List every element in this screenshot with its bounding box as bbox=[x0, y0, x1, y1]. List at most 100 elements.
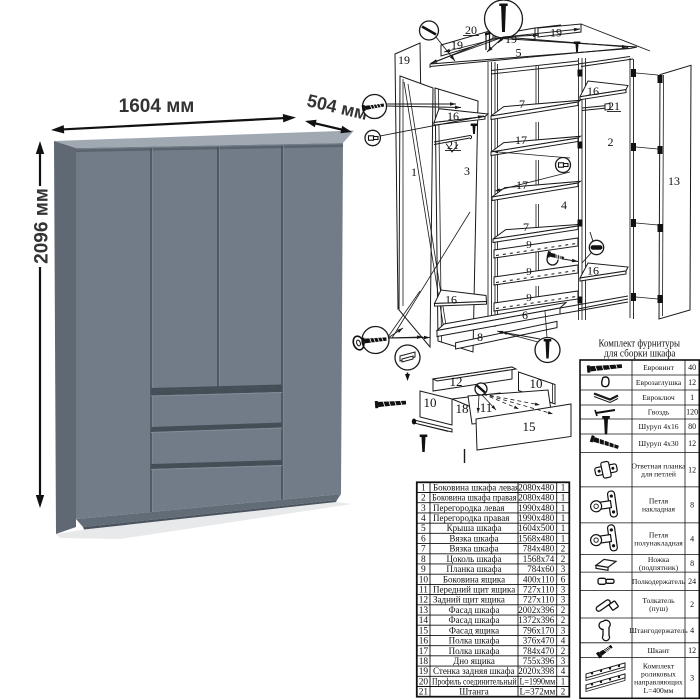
svg-text:9: 9 bbox=[526, 239, 532, 251]
svg-text:12: 12 bbox=[688, 646, 696, 655]
svg-text:8: 8 bbox=[421, 555, 426, 565]
svg-text:Фасад шкафа: Фасад шкафа bbox=[448, 615, 499, 625]
svg-text:16: 16 bbox=[419, 637, 429, 647]
svg-text:1: 1 bbox=[561, 503, 566, 513]
svg-text:400x110: 400x110 bbox=[523, 574, 555, 584]
svg-text:7: 7 bbox=[523, 220, 529, 234]
svg-text:Еврозаглушка: Еврозаглушка bbox=[636, 378, 682, 387]
svg-text:12: 12 bbox=[688, 378, 696, 387]
svg-text:Гвоздь: Гвоздь bbox=[648, 408, 670, 417]
svg-text:(подпятник): (подпятник) bbox=[639, 563, 679, 572]
svg-text:19: 19 bbox=[451, 38, 463, 52]
svg-text:Ответная планка: Ответная планка bbox=[631, 461, 686, 470]
svg-text:L=1990мм: L=1990мм bbox=[520, 676, 556, 686]
svg-text:4: 4 bbox=[561, 666, 566, 676]
svg-text:Штанга: Штанга bbox=[459, 687, 489, 697]
svg-text:накладная: накладная bbox=[642, 505, 676, 514]
svg-text:784x470: 784x470 bbox=[523, 646, 555, 656]
svg-text:4: 4 bbox=[690, 626, 694, 635]
svg-text:20: 20 bbox=[465, 23, 477, 37]
svg-text:Дно ящика: Дно ящика bbox=[453, 656, 495, 666]
svg-text:направляющих: направляющих bbox=[634, 678, 683, 687]
svg-text:Вязка шкафа: Вязка шкафа bbox=[449, 544, 498, 554]
svg-text:Штангодержатель: Штангодержатель bbox=[629, 626, 688, 635]
svg-text:18: 18 bbox=[456, 401, 469, 416]
svg-text:376x470: 376x470 bbox=[523, 636, 555, 646]
svg-text:Комплект фурнитуры: Комплект фурнитуры bbox=[599, 337, 681, 349]
svg-text:1: 1 bbox=[561, 676, 566, 686]
svg-text:2020x398: 2020x398 bbox=[518, 666, 555, 676]
svg-text:9: 9 bbox=[526, 266, 532, 278]
svg-text:3: 3 bbox=[464, 164, 470, 178]
svg-text:9: 9 bbox=[526, 292, 532, 304]
svg-text:784x480: 784x480 bbox=[523, 544, 555, 554]
svg-text:7: 7 bbox=[519, 97, 525, 111]
svg-text:40: 40 bbox=[688, 363, 696, 372]
svg-text:18: 18 bbox=[419, 657, 429, 667]
svg-text:3: 3 bbox=[561, 585, 566, 595]
svg-text:Стенка задняя шкафа: Стенка задняя шкафа bbox=[433, 666, 515, 676]
svg-text:12: 12 bbox=[450, 374, 463, 389]
svg-text:2: 2 bbox=[561, 554, 566, 564]
svg-text:Перегородка левая: Перегородка левая bbox=[433, 503, 505, 513]
svg-text:Профиль соединительный: Профиль соединительный bbox=[432, 676, 517, 686]
svg-text:Фасад шкафа: Фасад шкафа bbox=[448, 605, 499, 615]
svg-text:роликовых: роликовых bbox=[641, 669, 676, 678]
svg-text:80: 80 bbox=[688, 422, 696, 431]
svg-text:120: 120 bbox=[686, 408, 698, 417]
svg-text:21: 21 bbox=[608, 99, 620, 113]
svg-text:2080x480: 2080x480 bbox=[518, 482, 555, 492]
svg-text:3: 3 bbox=[561, 595, 566, 605]
svg-text:4: 4 bbox=[561, 198, 567, 212]
svg-text:Боковина шкафа левая: Боковина шкафа левая bbox=[433, 482, 519, 492]
svg-text:для петлей: для петлей bbox=[641, 469, 676, 478]
svg-text:784x60: 784x60 bbox=[527, 564, 555, 574]
svg-text:8: 8 bbox=[477, 330, 483, 344]
svg-text:L=372мм: L=372мм bbox=[520, 687, 556, 697]
svg-text:Петля: Петля bbox=[649, 530, 669, 539]
svg-text:Боковина ящика: Боковина ящика bbox=[443, 574, 505, 584]
svg-text:Шуруп 4x30: Шуруп 4x30 bbox=[638, 439, 678, 448]
svg-text:Толкатель: Толкатель bbox=[642, 596, 675, 605]
svg-text:1372x396: 1372x396 bbox=[518, 615, 555, 625]
svg-text:1568x480: 1568x480 bbox=[518, 533, 555, 543]
svg-text:3: 3 bbox=[561, 656, 566, 666]
svg-text:16: 16 bbox=[447, 109, 459, 123]
svg-text:Задний щит ящика: Задний щит ящика bbox=[433, 595, 505, 605]
svg-text:19: 19 bbox=[419, 667, 429, 677]
svg-text:12: 12 bbox=[688, 439, 696, 448]
svg-text:5: 5 bbox=[421, 524, 426, 534]
svg-text:19: 19 bbox=[398, 53, 410, 67]
svg-text:10: 10 bbox=[530, 376, 543, 391]
svg-text:Полка шкафа: Полка шкафа bbox=[449, 646, 500, 656]
svg-text:4: 4 bbox=[421, 514, 426, 524]
svg-text:Полка шкафа: Полка шкафа bbox=[449, 636, 500, 646]
svg-text:4: 4 bbox=[690, 534, 694, 543]
svg-text:2: 2 bbox=[561, 687, 566, 697]
svg-text:2: 2 bbox=[561, 646, 566, 656]
svg-text:Шуруп 4x16: Шуруп 4x16 bbox=[638, 422, 678, 431]
svg-text:Евроключ: Евроключ bbox=[642, 393, 675, 402]
svg-text:(пуш): (пуш) bbox=[649, 604, 668, 613]
svg-text:1: 1 bbox=[561, 533, 566, 543]
svg-text:727x110: 727x110 bbox=[523, 585, 555, 595]
svg-text:1: 1 bbox=[411, 165, 417, 179]
svg-text:1: 1 bbox=[561, 482, 566, 492]
svg-text:2080x480: 2080x480 bbox=[518, 493, 555, 503]
svg-text:5: 5 bbox=[516, 46, 522, 60]
svg-text:1604 мм: 1604 мм bbox=[119, 96, 195, 117]
svg-text:3: 3 bbox=[561, 564, 566, 574]
svg-text:6: 6 bbox=[561, 574, 566, 584]
svg-text:15: 15 bbox=[523, 419, 536, 434]
svg-text:Передний щит ящика: Передний щит ящика bbox=[433, 585, 515, 595]
svg-text:7: 7 bbox=[421, 545, 426, 555]
svg-text:3: 3 bbox=[421, 504, 426, 514]
svg-text:6: 6 bbox=[522, 308, 528, 322]
svg-text:2: 2 bbox=[561, 544, 566, 554]
svg-text:14: 14 bbox=[419, 616, 429, 626]
svg-text:2096 мм: 2096 мм bbox=[32, 188, 53, 264]
svg-text:8: 8 bbox=[690, 559, 694, 568]
svg-text:13: 13 bbox=[419, 606, 429, 616]
svg-text:16: 16 bbox=[587, 264, 599, 278]
svg-text:755x396: 755x396 bbox=[523, 656, 555, 666]
